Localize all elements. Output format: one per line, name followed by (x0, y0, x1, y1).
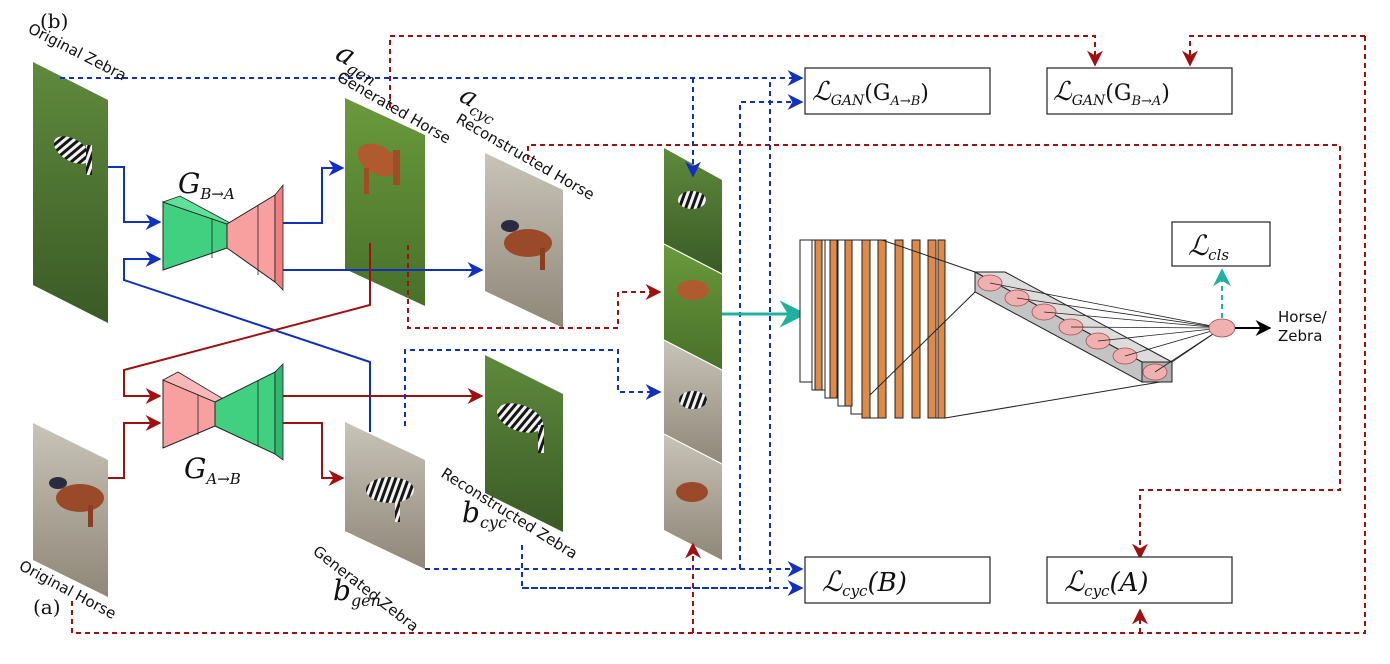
classifier-output-label: Horse/ Zebra (1278, 308, 1332, 345)
output-node (1208, 318, 1236, 338)
red-dashed-connectors (71, 35, 1366, 634)
svg-text:ℒGAN(GB→A): ℒGAN(GB→A) (1053, 77, 1170, 109)
original-horse-image (33, 423, 108, 597)
generator-a-to-b-label: GA→B (184, 452, 241, 488)
reconstructed-zebra-image (485, 355, 563, 532)
classifier-input-stack (663, 148, 723, 560)
svg-text:ℒcyc(B): ℒcyc(B) (822, 565, 907, 600)
panel-label-b: (b) (40, 9, 68, 33)
generator-a-to-b (162, 363, 284, 461)
loss-gan-b-to-a-box: ℒGAN(GB→A) (1046, 67, 1233, 115)
original-zebra-image (33, 62, 108, 323)
generated-zebra-image (345, 422, 425, 569)
reconstructed-horse-image (485, 153, 563, 328)
red-solid-connectors (108, 243, 484, 486)
loss-cls-box: ℒcls (1171, 221, 1271, 267)
svg-text:ℒcls: ℒcls (1188, 229, 1229, 264)
variable-b-gen: bgen (333, 574, 381, 610)
loss-gan-a-to-b-box: ℒGAN(GA→B) (804, 67, 991, 115)
loss-cyc-a-box: ℒcyc(A) (1046, 556, 1233, 604)
blue-dashed-connectors (60, 70, 804, 596)
fully-connected-layer (974, 271, 1236, 383)
svg-text:ℒGAN(GA→B): ℒGAN(GA→B) (812, 77, 929, 109)
svg-text:ℒcyc(A): ℒcyc(A) (1064, 565, 1149, 600)
generated-horse-image (345, 98, 425, 306)
blue-solid-connectors (108, 160, 484, 432)
generator-b-to-a (161, 183, 284, 291)
variable-b-cyc: bcyc (462, 496, 507, 532)
panel-label-a: (a) (33, 595, 61, 619)
generator-b-to-a-label: GB→A (178, 167, 235, 203)
conv-layers (799, 239, 1161, 419)
loss-cyc-b-box: ℒcyc(B) (804, 556, 991, 604)
